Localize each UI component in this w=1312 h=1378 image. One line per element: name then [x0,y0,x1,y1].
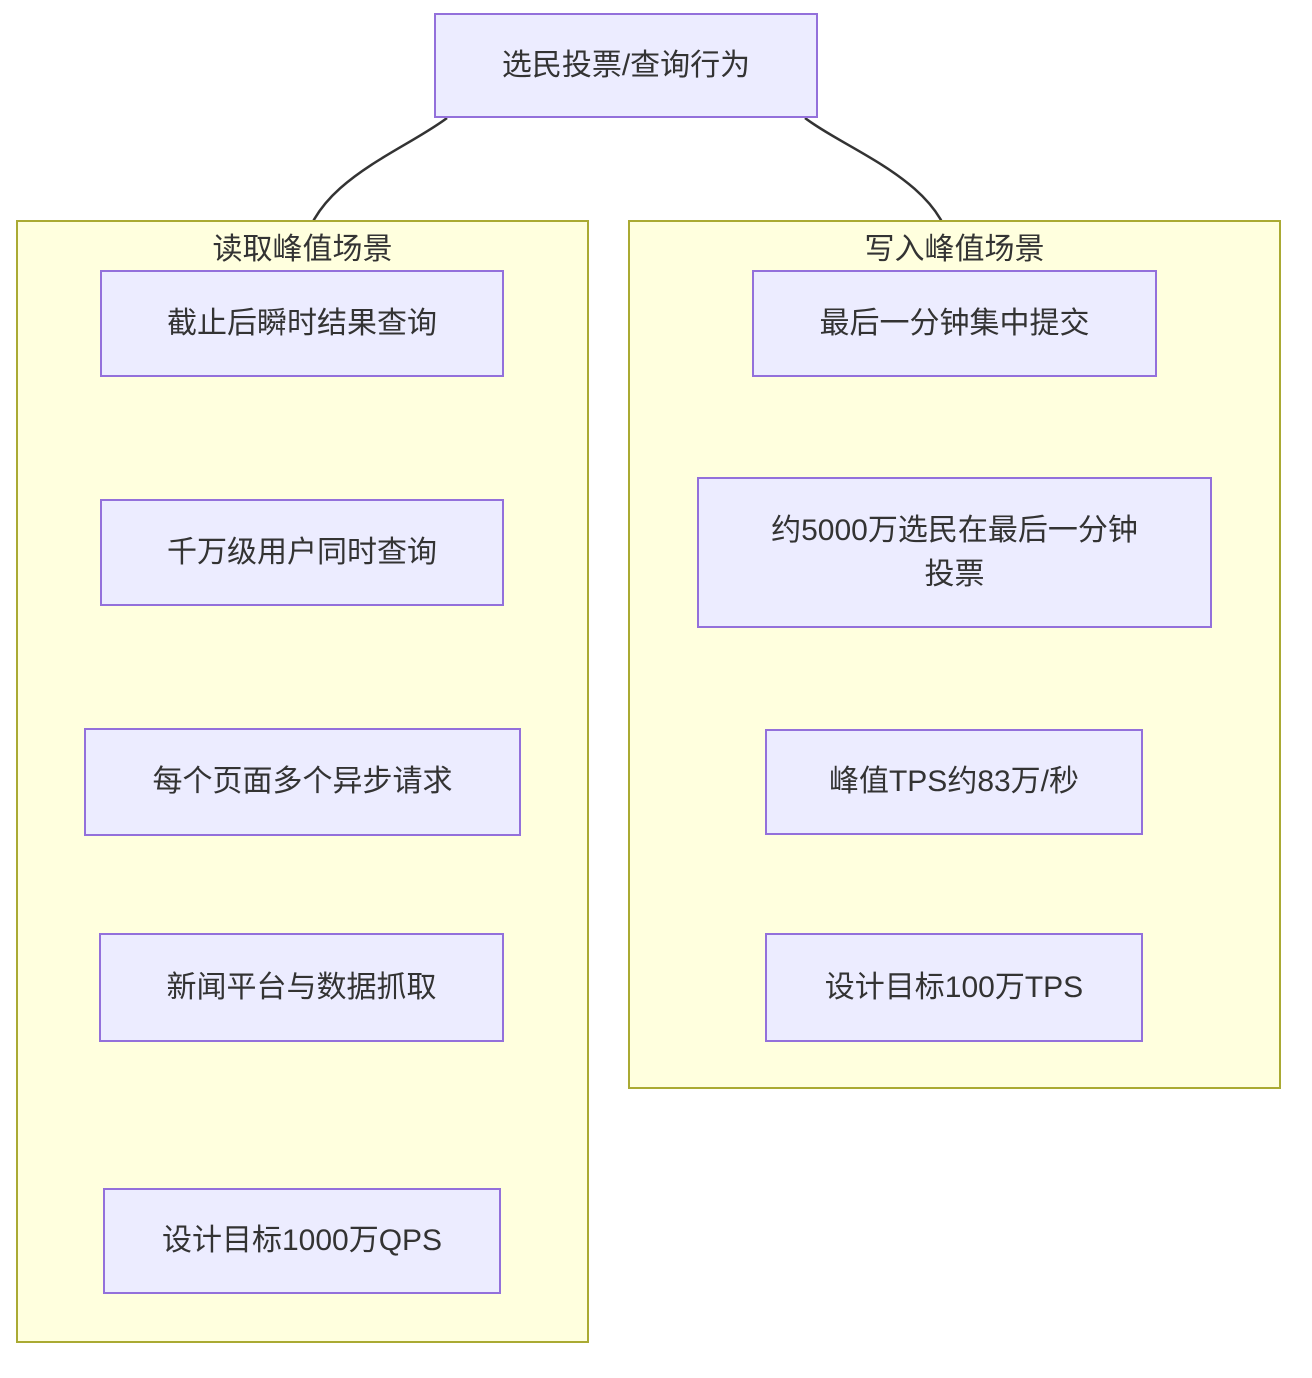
node-target-1m-tps: 设计目标100万TPS [765,933,1143,1042]
node-tens-millions-concurrent-query: 千万级用户同时查询 [100,499,504,606]
node-deadline-instant-query: 截止后瞬时结果查询 [100,270,504,377]
subgraph-write-peak-title: 写入峰值场景 [864,233,1045,266]
node-peak-tps-830k: 峰值TPS约83万/秒 [765,729,1143,835]
node-multiple-async-requests: 每个页面多个异步请求 [84,728,521,836]
node-target-10m-qps: 设计目标1000万QPS [103,1188,501,1294]
node-voter-behavior: 选民投票/查询行为 [434,13,818,118]
node-50m-voters-last-minute: 约5000万选民在最后一分钟 投票 [697,477,1212,628]
node-last-minute-submit: 最后一分钟集中提交 [752,270,1157,377]
node-news-platform-data-crawl: 新闻平台与数据抓取 [99,933,504,1042]
subgraph-read-peak-title: 读取峰值场景 [212,233,393,266]
